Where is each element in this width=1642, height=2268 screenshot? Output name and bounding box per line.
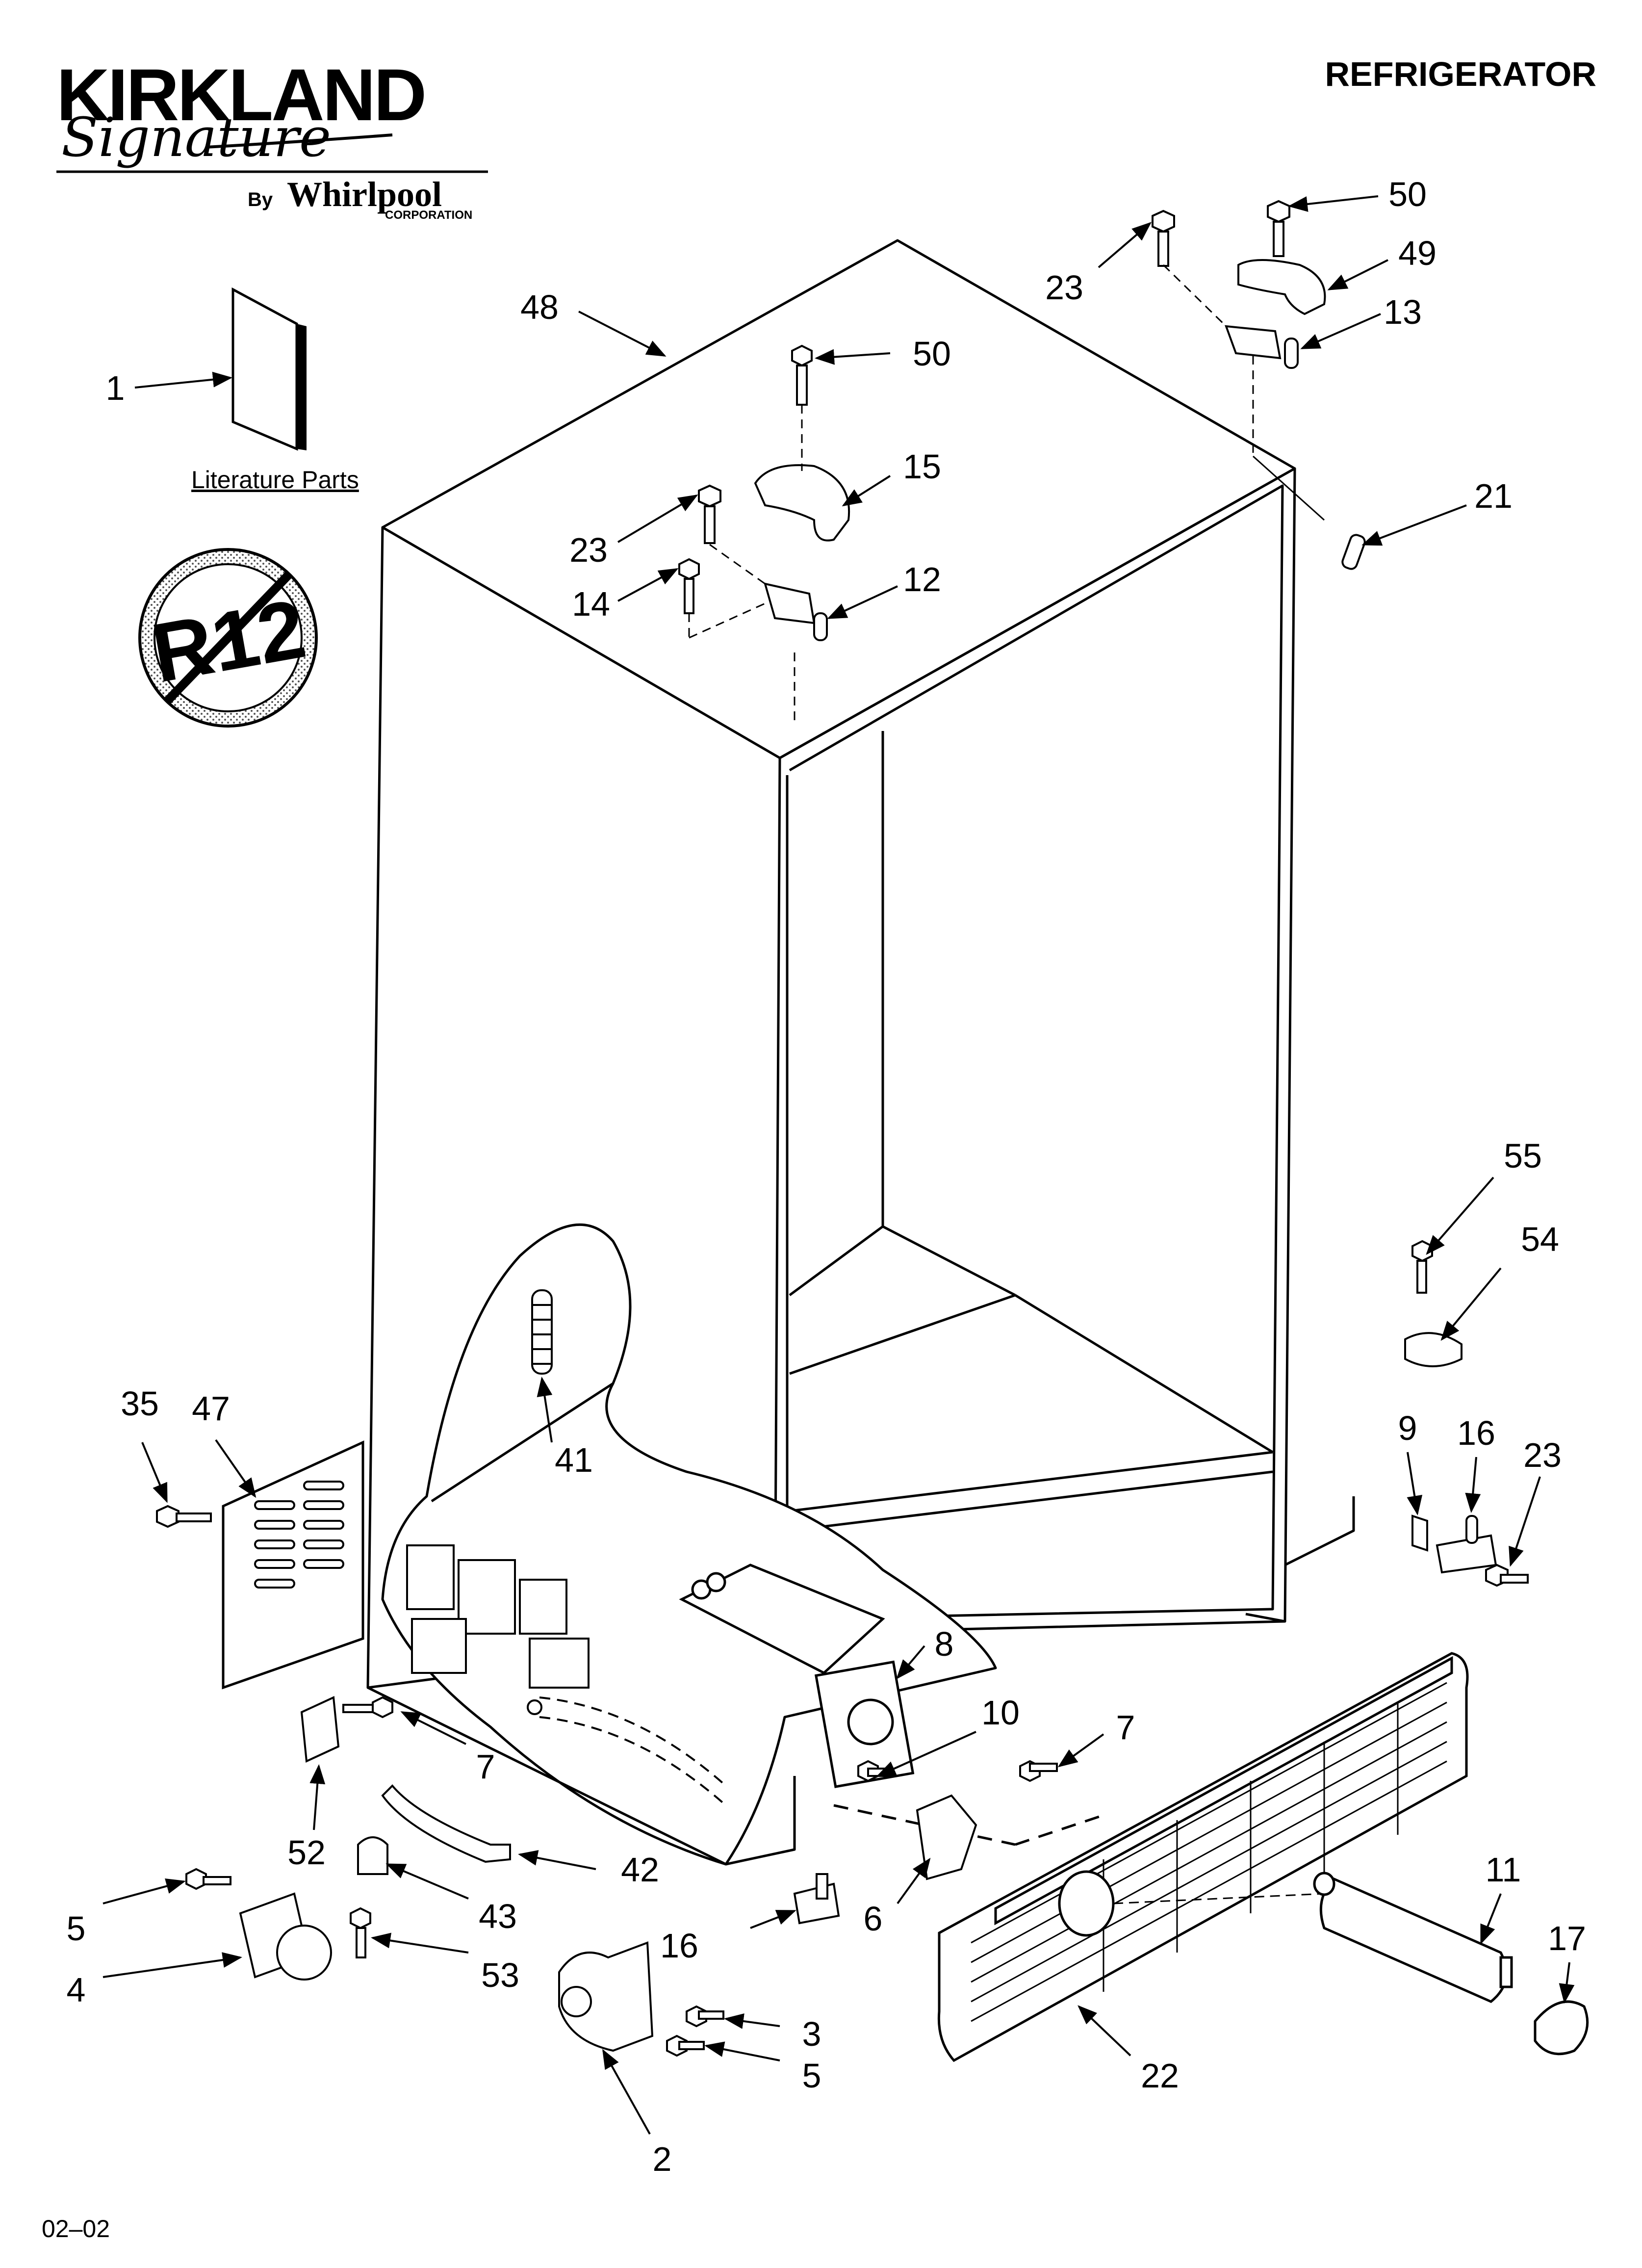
- callout-17: 17: [1548, 1919, 1586, 1957]
- hinge-parts: [678, 200, 1366, 641]
- grille-dash: [1113, 1893, 1325, 1904]
- callout-22: 22: [1141, 2057, 1179, 2095]
- tubing-dashed: [539, 1696, 727, 1806]
- callout-21: 21: [1474, 477, 1513, 515]
- maker-name: Whirlpool: [287, 175, 442, 214]
- callout-3: 3: [802, 2015, 821, 2053]
- lower-left-parts: [185, 1696, 511, 1981]
- part-35-screw: [156, 1505, 212, 1528]
- callout-8: 8: [935, 1625, 954, 1663]
- callout-49: 49: [1398, 234, 1437, 272]
- leader-arrows: [103, 195, 1575, 2135]
- literature-parts-label: Literature Parts: [191, 466, 359, 494]
- control-components: [406, 1544, 590, 1715]
- callout-54: 54: [1521, 1220, 1559, 1258]
- hinge-dash-lines: [688, 264, 1325, 726]
- callout-43: 43: [479, 1897, 517, 1935]
- signature-swash: [205, 133, 393, 149]
- callout-2: 2: [653, 2140, 672, 2178]
- part-41-coil: [531, 1289, 553, 1375]
- callout-5-b: 5: [802, 2057, 821, 2095]
- no-r12-icon: R12: [138, 548, 318, 728]
- part-8-housing: [679, 1564, 915, 1788]
- callout-labels: 48 1 50 15 23 14 12 50 49 23 13 21 55 54…: [67, 175, 1586, 2178]
- callout-47: 47: [192, 1389, 230, 1428]
- brand-name: KIRKLAND: [56, 53, 425, 136]
- callout-23-b: 23: [1045, 268, 1083, 307]
- callout-50-a: 50: [913, 335, 951, 373]
- callout-23-a: 23: [569, 531, 608, 569]
- callout-13: 13: [1384, 293, 1422, 331]
- callout-4: 4: [67, 1971, 86, 2009]
- callout-15: 15: [903, 447, 941, 486]
- maker-sub: CORPORATION: [385, 209, 472, 222]
- callout-41: 41: [555, 1441, 593, 1479]
- callout-16-b: 16: [660, 1927, 698, 1965]
- callout-12: 12: [903, 560, 941, 599]
- lower-center-parts: [558, 1760, 1058, 2057]
- callout-50-b: 50: [1388, 175, 1427, 213]
- right-bracket-parts: [1404, 1240, 1529, 1587]
- callout-16-a: 16: [1457, 1414, 1495, 1452]
- brand-logo: KIRKLAND Signature By Whirlpool CORPORAT…: [56, 53, 488, 222]
- callout-7-a: 7: [1116, 1708, 1135, 1747]
- callout-9: 9: [1398, 1409, 1417, 1447]
- cabinet-front-frame: [774, 467, 1296, 1635]
- callout-23-c: 23: [1523, 1436, 1562, 1474]
- brand-script: Signature: [61, 106, 331, 169]
- literature-book: [231, 287, 307, 451]
- part-22-grille: [937, 1652, 1469, 2062]
- callout-35: 35: [121, 1384, 159, 1423]
- callout-52: 52: [287, 1833, 326, 1872]
- callout-55: 55: [1504, 1137, 1542, 1175]
- callout-5-a: 5: [67, 1909, 86, 1948]
- callout-10: 10: [981, 1694, 1020, 1732]
- footer-code: 02–02: [42, 2215, 110, 2242]
- callout-1: 1: [106, 369, 125, 407]
- part-17-cap: [1534, 2000, 1589, 2056]
- callout-6: 6: [864, 1900, 883, 1938]
- callout-48: 48: [520, 288, 559, 326]
- part-11-filter: [1313, 1872, 1513, 2003]
- callout-42: 42: [621, 1851, 659, 1889]
- callout-53: 53: [481, 1956, 519, 1994]
- callout-11: 11: [1486, 1851, 1521, 1889]
- product-title: REFRIGERATOR: [1325, 55, 1596, 93]
- callout-14: 14: [572, 585, 610, 623]
- callout-7-b: 7: [476, 1747, 495, 1786]
- by-label: By: [248, 189, 273, 210]
- part-47-vent-panel: [222, 1440, 364, 1690]
